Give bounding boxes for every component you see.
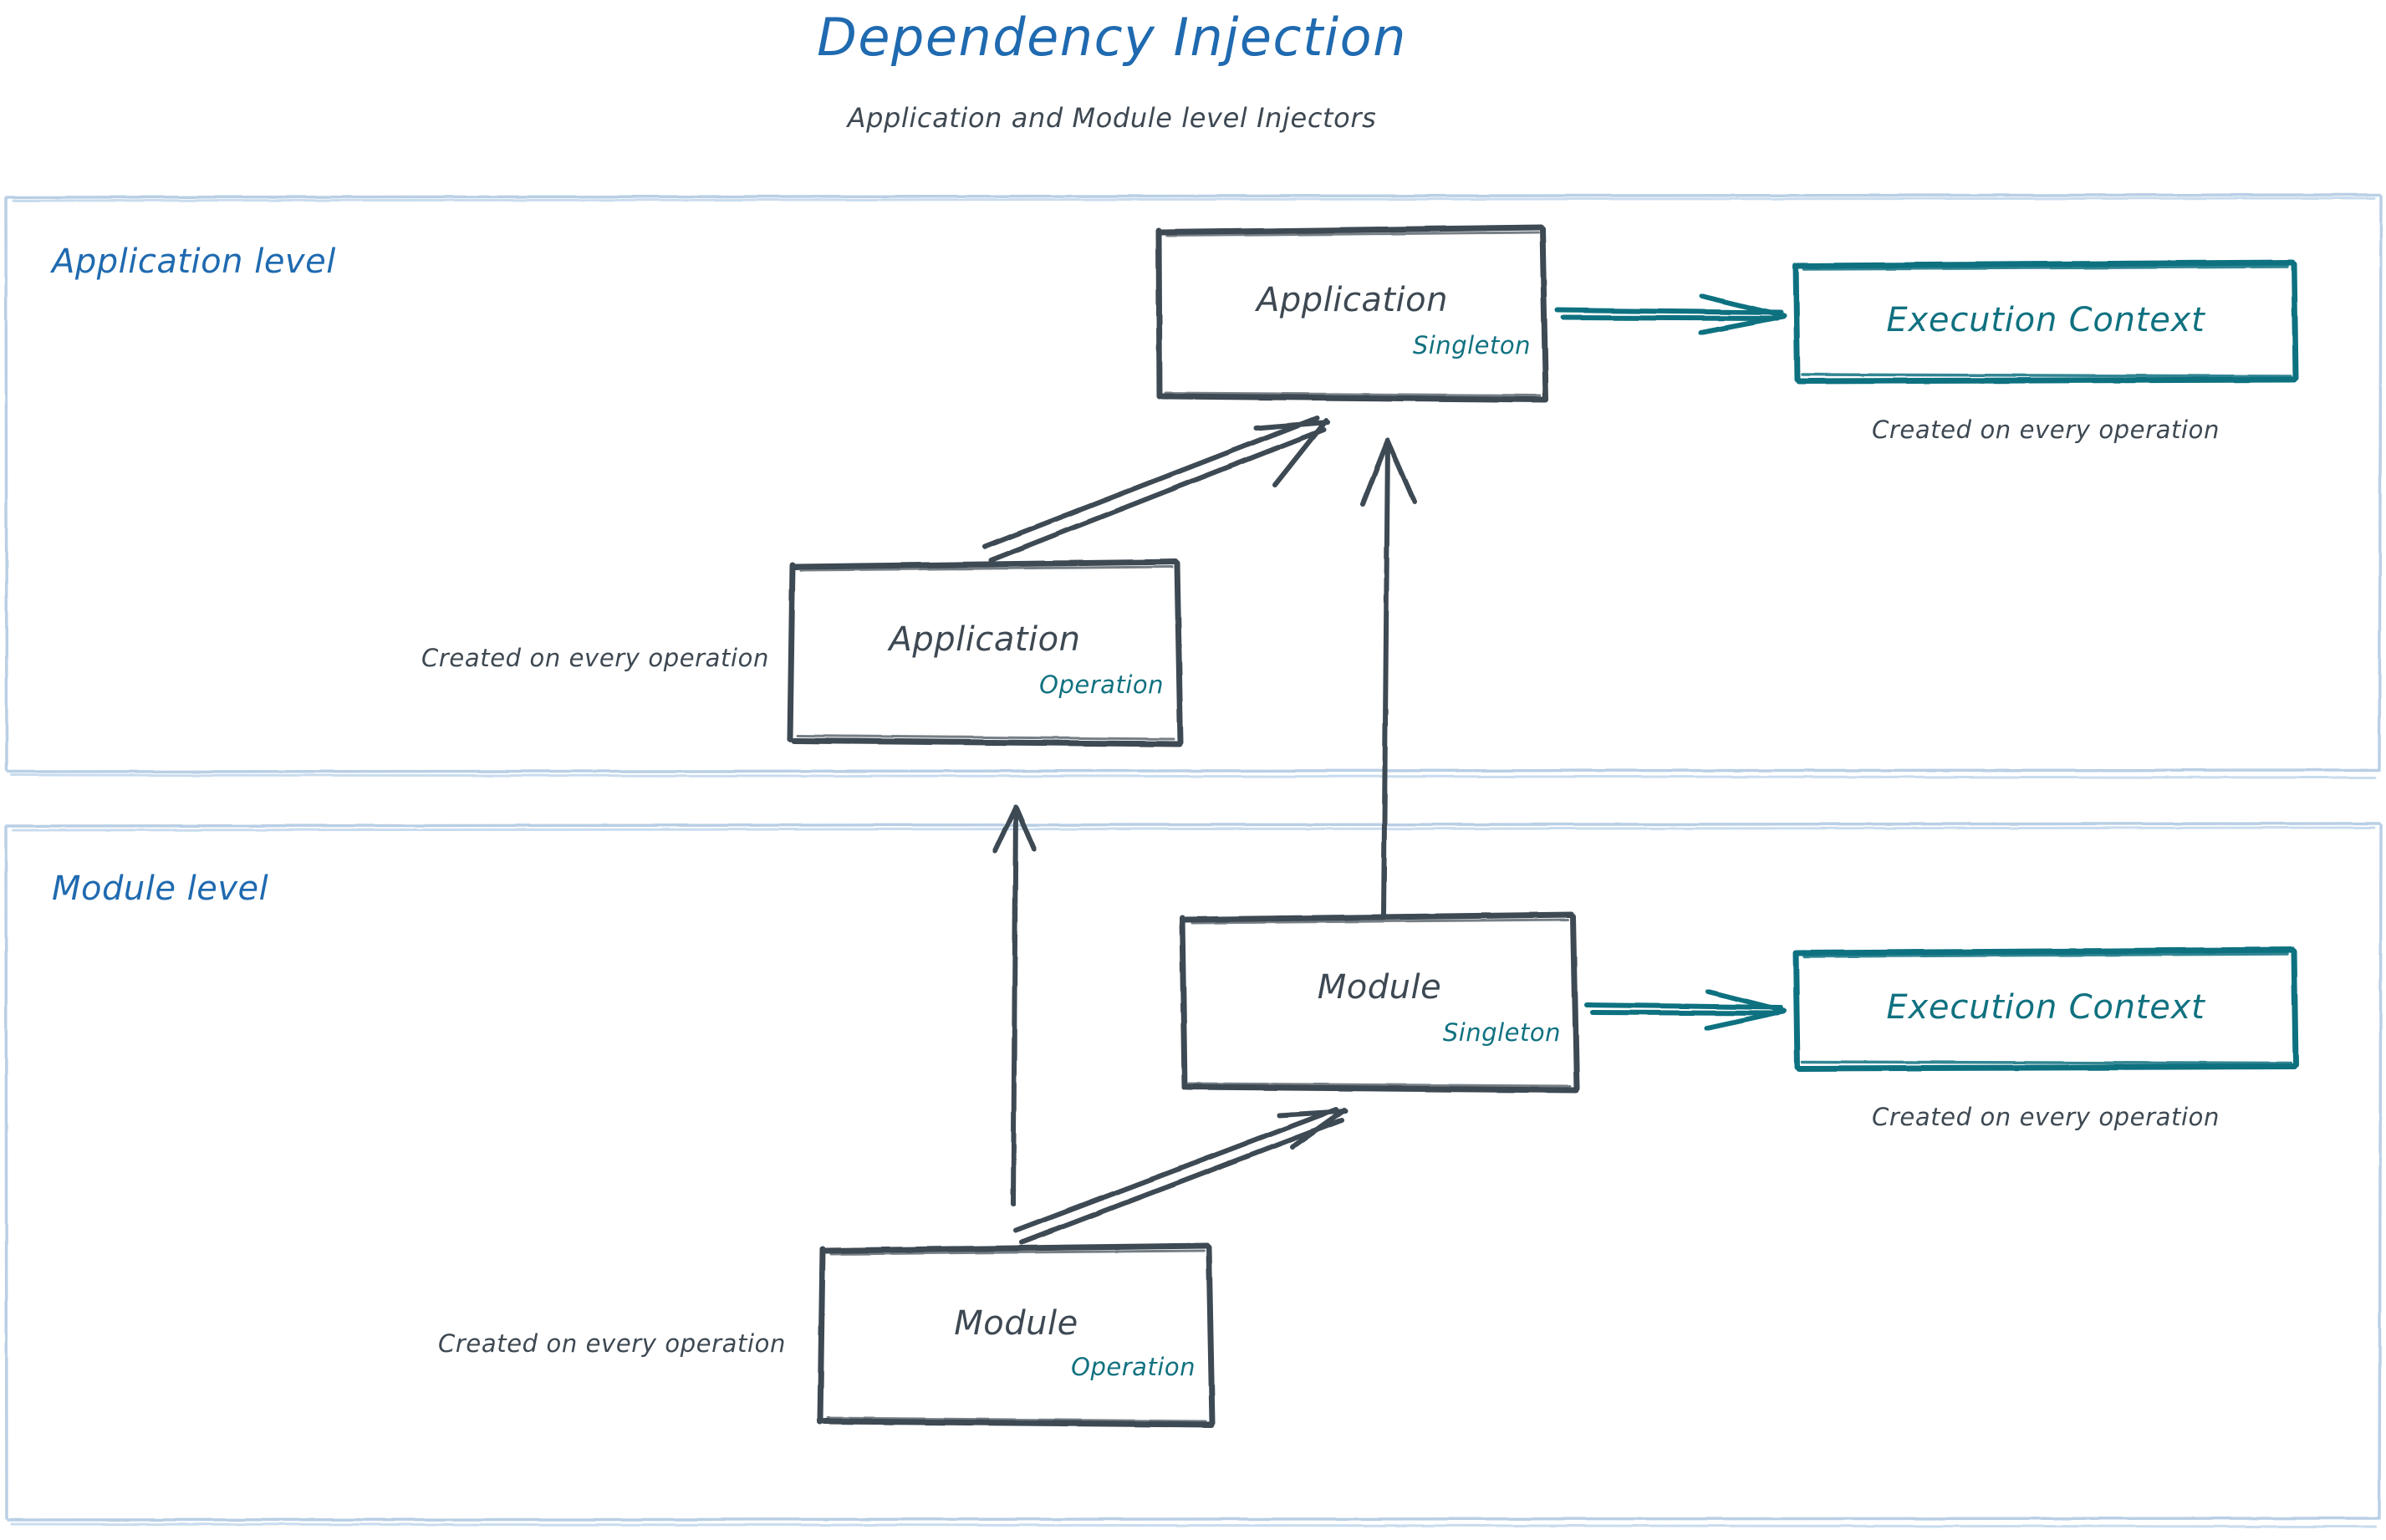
- edge-module-operation-to-module-singleton: [1013, 1107, 1348, 1245]
- node-module-operation-scope: Operation: [1071, 1353, 1196, 1381]
- node-module-operation-title: Module: [954, 1304, 1078, 1343]
- node-application-operation-title: Application: [889, 620, 1081, 659]
- container-label-module-level: Module level: [52, 869, 269, 908]
- note-application-execution-context: Created on every operation: [1872, 416, 2220, 444]
- edge-module-singleton-to-execution-context: [1584, 989, 1787, 1031]
- node-module-singleton-scope: Singleton: [1442, 1018, 1561, 1047]
- note-module-execution-context: Created on every operation: [1872, 1103, 2220, 1131]
- node-module-singleton[interactable]: Module Singleton: [1183, 916, 1576, 1089]
- node-application-singleton[interactable]: Application Singleton: [1159, 229, 1546, 400]
- edge-module-singleton-to-app-singleton: [1360, 438, 1417, 919]
- edge-module-operation-to-app-operation: [992, 804, 1037, 1206]
- page-title: Dependency Injection: [817, 7, 1407, 68]
- note-application-operation: Created on every operation: [421, 644, 769, 672]
- node-execution-context-module-title[interactable]: Execution Context: [1886, 988, 2205, 1027]
- page-subtitle: Application and Module level Injectors: [847, 102, 1377, 134]
- node-application-singleton-title: Application: [1257, 281, 1448, 319]
- node-application-operation-scope: Operation: [1039, 671, 1164, 699]
- node-module-singleton-title: Module: [1317, 968, 1442, 1007]
- edge-app-singleton-to-execution-context: [1555, 293, 1787, 335]
- node-execution-context-application-title[interactable]: Execution Context: [1886, 301, 2205, 339]
- node-application-singleton-scope: Singleton: [1412, 331, 1531, 360]
- edge-app-operation-to-app-singleton: [982, 416, 1330, 563]
- node-module-operation[interactable]: Module Operation: [822, 1247, 1211, 1423]
- node-application-operation[interactable]: Application Operation: [791, 563, 1179, 742]
- container-label-application-level: Application level: [52, 242, 336, 281]
- note-module-operation: Created on every operation: [438, 1329, 786, 1358]
